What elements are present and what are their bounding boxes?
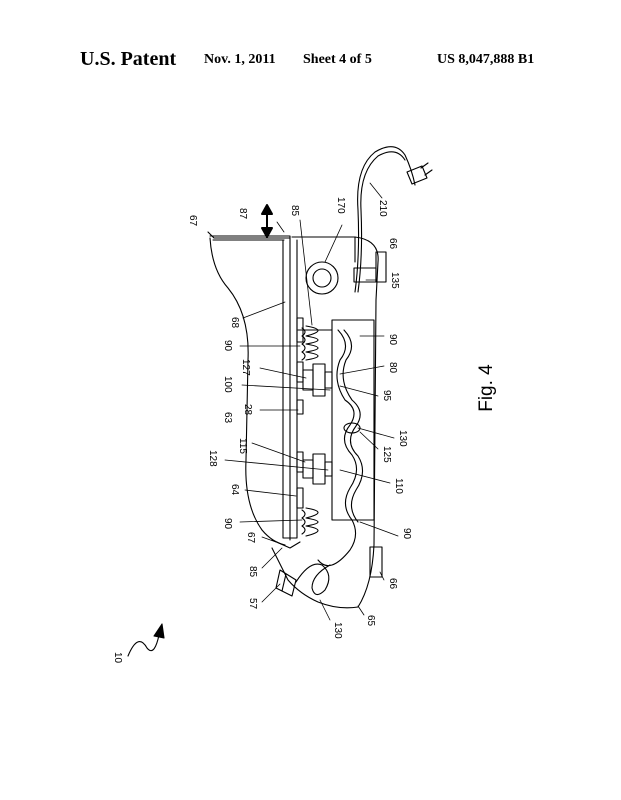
page-header: U.S. Patent Nov. 1, 2011 Sheet 4 of 5 US…	[0, 48, 621, 72]
power-cord-b	[357, 151, 406, 293]
reference-arrow-10	[127, 623, 165, 657]
ref-210: 210	[377, 200, 388, 217]
ref-65: 65	[365, 615, 376, 627]
funnel-57	[275, 569, 297, 597]
power-cord	[354, 146, 416, 293]
lid-curved-edge	[209, 237, 286, 546]
ref-80: 80	[387, 362, 398, 374]
ref-68: 68	[229, 317, 240, 329]
publication-label: U.S. Patent	[80, 48, 177, 70]
ref-57: 57	[247, 598, 258, 610]
lid-bottom-lip	[271, 539, 301, 549]
fluid-line-b	[342, 329, 364, 523]
foot-66-top	[375, 251, 387, 283]
vent-125	[343, 422, 361, 434]
lid-top-plate	[209, 235, 291, 541]
ref-90-c: 90	[222, 518, 233, 530]
ref-90-a: 90	[222, 340, 233, 352]
ref-64: 64	[229, 484, 240, 496]
ref-110: 110	[393, 478, 404, 494]
ref-90-d: 90	[401, 528, 412, 540]
ref-63: 63	[222, 412, 233, 424]
bracket-135	[353, 267, 377, 283]
ref-100: 100	[222, 376, 233, 393]
spring-top	[297, 325, 333, 361]
housing-outline	[271, 236, 379, 609]
ref-87: 87	[237, 208, 248, 220]
tube-loop	[295, 563, 331, 596]
ref-85-top: 85	[289, 205, 300, 217]
ref-90-b: 90	[387, 334, 398, 346]
sheet-number: Sheet 4 of 5	[303, 52, 372, 67]
base-plate-80	[331, 319, 375, 521]
post-127	[302, 363, 333, 397]
fluid-line	[317, 329, 358, 567]
ref-130-bottom: 130	[332, 622, 343, 639]
ref-128: 128	[207, 450, 218, 467]
lid-tab-67	[207, 231, 291, 239]
ref-130-top: 130	[397, 430, 408, 447]
ref-28: 28	[242, 404, 253, 416]
leader-lines	[224, 182, 399, 621]
ref-135: 135	[389, 272, 400, 289]
ref-125: 125	[381, 446, 392, 463]
ref-67-bottom: 67	[245, 532, 256, 544]
ref-115: 115	[237, 438, 248, 454]
ref-66-bottom: 66	[387, 578, 398, 590]
ref-66-top: 66	[387, 238, 398, 250]
patent-number: US 8,047,888 B1	[437, 52, 535, 67]
ref-67-top: 67	[187, 215, 198, 227]
lid-plate-68	[282, 239, 298, 539]
pad-d	[296, 451, 304, 473]
ref-10: 10	[112, 652, 123, 664]
ref-95: 95	[381, 390, 392, 402]
plug-icon	[406, 162, 433, 185]
pad-a	[296, 317, 304, 343]
pad-c	[296, 399, 304, 415]
publication-date: Nov. 1, 2011	[204, 52, 276, 67]
heating-element-170	[305, 261, 339, 295]
ref-170: 170	[335, 197, 346, 214]
pad-b	[296, 361, 304, 383]
ref-127: 127	[240, 359, 251, 376]
spring-bottom	[301, 507, 319, 537]
figure-caption: Fig. 4	[476, 364, 497, 412]
post-128	[302, 453, 333, 485]
pad-e	[296, 487, 304, 509]
foot-66-bottom	[369, 546, 383, 578]
arrow-87	[261, 204, 273, 238]
reference-numerals: 67 87 85 170 210 66 135 68 90 90 80 127 …	[112, 197, 412, 664]
ref-85-bottom: 85	[247, 566, 258, 578]
